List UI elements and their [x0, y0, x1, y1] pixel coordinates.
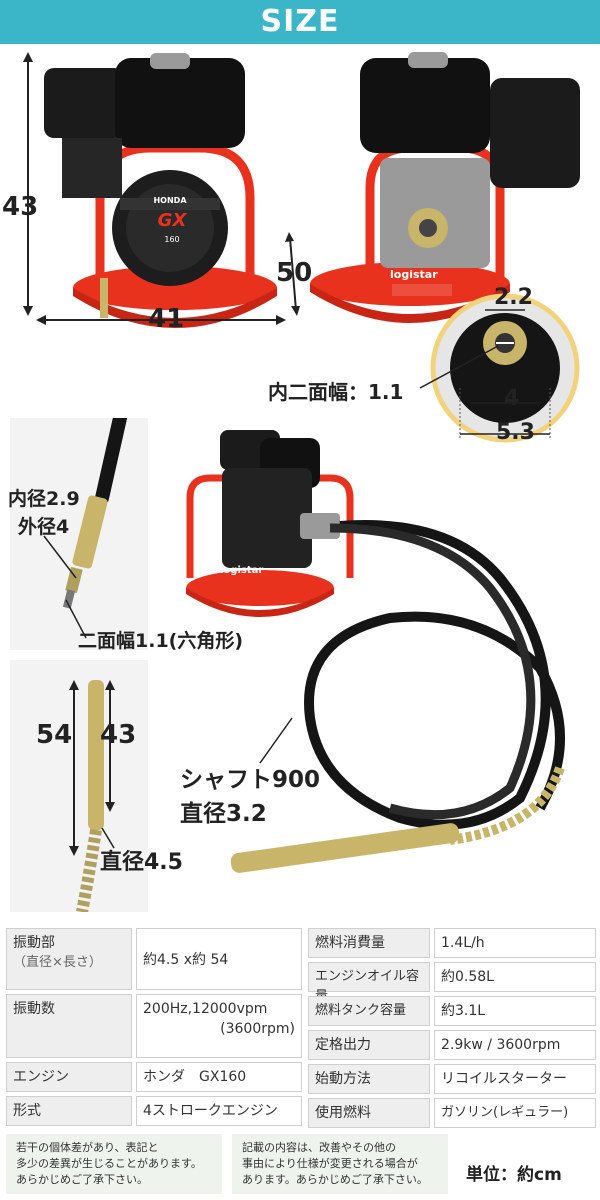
spec-label-frequency: 振動数 — [6, 994, 132, 1058]
spec-label-start-method: 始動方法 — [308, 1064, 430, 1094]
full-unit-photo: logistar — [186, 430, 565, 873]
hose-end-photo — [10, 418, 148, 650]
model-num-text: 160 — [164, 235, 179, 244]
engine-rear-photo: logistar — [310, 52, 580, 443]
spec-label-fuel-consumption: 燃料消費量 — [308, 928, 430, 958]
spec-value-fuel-type: ガソリン(レギュラー) — [434, 1098, 596, 1128]
spec-value-fuel-consumption: 1.4L/h — [434, 928, 596, 958]
spec-label-type: 形式 — [6, 1096, 132, 1126]
banner-title: SIZE — [260, 4, 340, 39]
spec-value-vibration-part: 約4.5 x約 54 — [136, 928, 302, 990]
brand-text: HONDA — [153, 196, 187, 205]
shaft-diameter-label: 直径3.2 — [180, 801, 267, 827]
rod-total-length: 54 — [36, 720, 73, 750]
dim-5-3: 5.3 — [496, 420, 535, 445]
rod-part-length: 43 — [100, 720, 137, 750]
engine-front-photo: HONDA GX 160 — [23, 52, 300, 328]
spec-value-start-method: リコイルスターター — [434, 1064, 596, 1094]
spec-value-frequency: 200Hz,12000vpm (3600rpm) — [136, 994, 302, 1058]
spec-value-fuel-tank: 約3.1L — [434, 996, 596, 1026]
hex-width-label: 二面幅1.1(六角形) — [78, 630, 244, 652]
outer-diameter-label: 外径4 — [18, 516, 70, 538]
shaft-length-label: シャフト900 — [180, 767, 321, 793]
inner-width-label: 内二面幅：1.1 — [268, 380, 404, 404]
dim-4: 4 — [504, 386, 520, 411]
spec-label-engine: エンジン — [6, 1062, 132, 1092]
inner-diameter-label: 内径2.9 — [8, 488, 80, 510]
spec-label-oil-capacity: エンジンオイル容量 — [308, 962, 430, 1004]
logo-text: logistar — [390, 268, 438, 281]
spec-label-fuel-type: 使用燃料 — [308, 1098, 430, 1128]
size-banner: SIZE — [0, 0, 600, 44]
spec-value-engine: ホンダ GX160 — [136, 1062, 302, 1092]
spec-value-type: 4ストロークエンジン — [136, 1096, 302, 1126]
note-spec-change: 記載の内容は、改善やその他の 事由により仕様が変更される場合が あります。あらか… — [232, 1134, 448, 1194]
vibrating-rod-photo — [10, 660, 148, 912]
height-dim: 43 — [2, 192, 39, 222]
note-individual-difference: 若干の個体差があり、表記と 多少の差異が生じることがあります。 あらかじめご了承… — [6, 1134, 222, 1194]
spec-value-oil-capacity: 約0.58L — [434, 962, 596, 992]
model-text: GX — [158, 210, 188, 231]
spec-label-vibration-part: 振動部 （直径×長さ） — [6, 928, 132, 990]
spec-value-rated-output: 2.9kw / 3600rpm — [434, 1030, 596, 1060]
spec-label-fuel-tank: 燃料タンク容量 — [308, 996, 430, 1026]
depth-dim: 50 — [276, 258, 313, 288]
unit-logo-text: logistar — [220, 565, 263, 576]
spec-label-rated-output: 定格出力 — [308, 1030, 430, 1060]
rod-diameter-label: 直径4.5 — [100, 850, 183, 875]
width-dim: 41 — [148, 304, 185, 334]
dim-2-2: 2.2 — [494, 285, 533, 310]
unit-label: 単位：約cm — [466, 1165, 562, 1185]
